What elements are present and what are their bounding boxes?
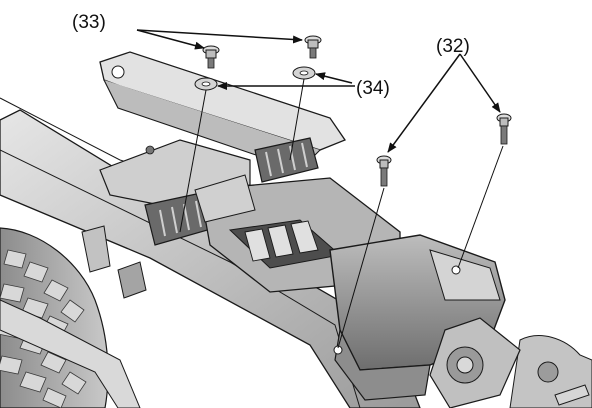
bolt-32-right xyxy=(496,113,512,145)
rear-housing xyxy=(329,234,521,408)
bolt-33-right xyxy=(304,35,322,59)
washer-34-left xyxy=(194,77,218,91)
side-bracket xyxy=(81,225,147,299)
bolt-32-left xyxy=(376,155,392,187)
leader-arrows xyxy=(136,29,501,153)
bolt-hole xyxy=(333,345,343,355)
callout-33: (33) xyxy=(72,12,106,33)
callout-32: (32) xyxy=(436,36,470,57)
callout-34: (34) xyxy=(356,78,390,99)
installation-lines xyxy=(179,78,504,349)
front-suspension-part xyxy=(509,335,592,408)
washer-34-right xyxy=(292,66,316,80)
bolt-33-left xyxy=(202,45,220,69)
